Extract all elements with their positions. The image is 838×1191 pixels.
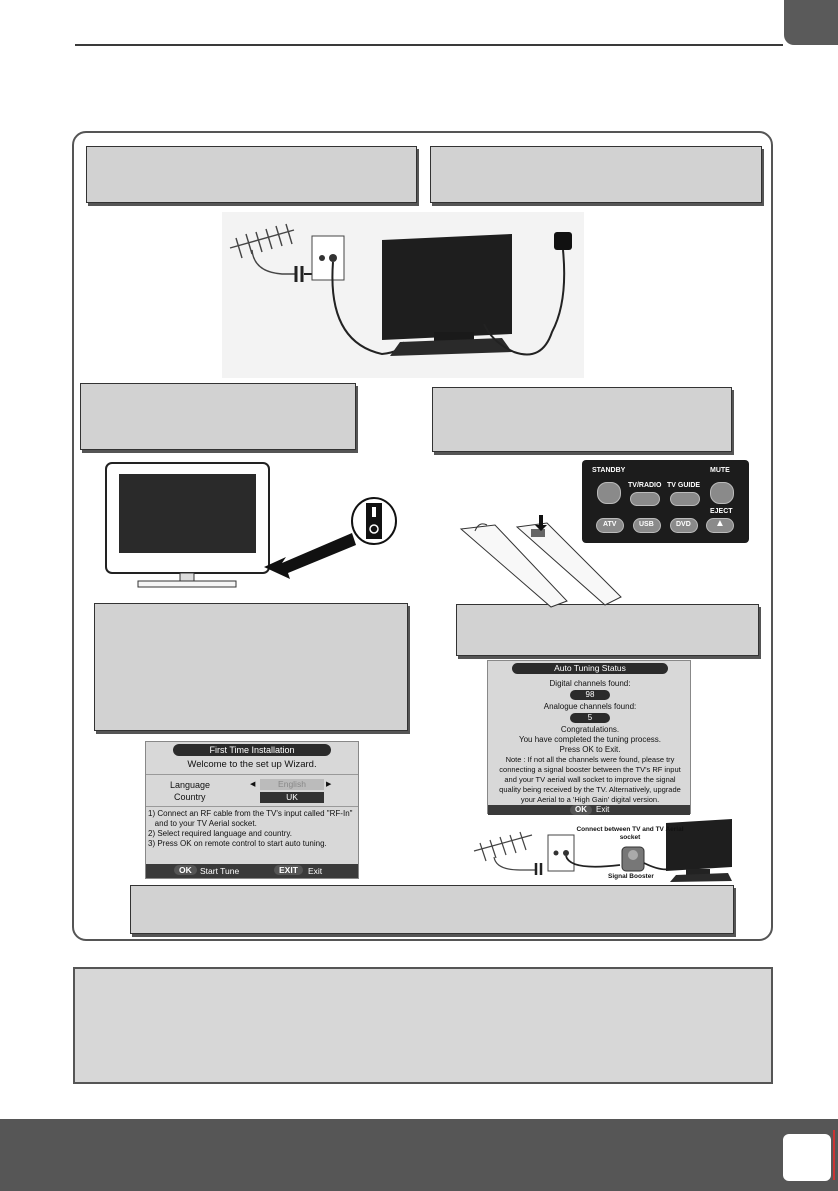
eject-label: EJECT — [710, 508, 733, 515]
dvd-label: DVD — [676, 521, 691, 528]
signal-booster-illustration — [473, 819, 732, 882]
wall-socket-icon — [311, 235, 345, 281]
arrow-left-icon: ◀ — [250, 781, 256, 788]
header-rule — [75, 44, 783, 46]
remote-battery-illustration — [459, 515, 622, 608]
usb-label: USB — [639, 521, 654, 528]
page-number-box — [783, 1134, 831, 1181]
country-label: Country — [174, 792, 206, 802]
tv-rear-icon — [666, 819, 732, 882]
auto-tuning-ok-action: Exit — [596, 805, 610, 814]
country-value[interactable]: UK — [260, 792, 324, 803]
auto-tuning-status-screen: Auto Tuning Status Digital channels foun… — [487, 660, 691, 815]
eject-button[interactable] — [706, 518, 734, 533]
atv-label: ATV — [603, 521, 617, 528]
ok-action: Start Tune — [200, 866, 240, 876]
note-line-5: your Aerial to a 'High Gain' digital ver… — [520, 795, 660, 804]
digital-value: 98 — [570, 690, 610, 700]
step-box-7 — [130, 885, 734, 934]
mute-button[interactable] — [710, 482, 734, 504]
edge-marker — [833, 1130, 835, 1180]
bottom-note-box — [73, 967, 773, 1084]
signal-booster-icon — [621, 846, 645, 872]
tv-radio-label: TV/RADIO — [628, 482, 662, 489]
note-line-1: Note : If not all the channels were foun… — [505, 755, 675, 764]
connect-between-label: Connect between TV and TV Aerial socket — [576, 826, 684, 841]
osd-title: First Time Installation — [173, 744, 331, 756]
instruction-3: 3) Press OK on remote control to start a… — [148, 839, 327, 848]
atv-button[interactable] — [596, 518, 624, 533]
auto-tuning-title: Auto Tuning Status — [512, 663, 668, 674]
step-box-4 — [432, 387, 732, 452]
power-plug-icon — [554, 232, 572, 250]
standby-label: STANDBY — [592, 467, 626, 474]
instruction-1b: and to your TV Aerial socket. — [148, 819, 257, 828]
eject-icon: ▲ — [715, 518, 725, 529]
analogue-value: 5 — [570, 713, 610, 723]
note-line-4: quality being received by the TV. Altern… — [499, 785, 681, 794]
instruction-1: 1) Connect an RF cable from the TV's inp… — [148, 809, 353, 818]
completed-text: You have completed the tuning process. — [518, 735, 662, 744]
first-time-installation-screen: First Time Installation Welcome to the s… — [145, 741, 359, 879]
setup-steps-frame — [72, 131, 773, 941]
tv-radio-button[interactable] — [630, 492, 660, 506]
page-footer — [0, 1119, 838, 1191]
aerial-tv-connection-illustration — [222, 212, 584, 378]
aerial-icon — [229, 223, 297, 275]
step-box-5 — [94, 603, 408, 731]
instruction-2: 2) Select required language and country. — [148, 829, 292, 838]
exit-action: Exit — [308, 866, 323, 876]
remote-button-panel: STANDBY TV/RADIO TV GUIDE MUTE EJECT ATV… — [582, 460, 749, 543]
usb-button[interactable] — [633, 518, 661, 533]
language-label: Language — [170, 780, 211, 790]
tv-guide-button[interactable] — [670, 492, 700, 506]
auto-tuning-footer: OK Exit — [488, 805, 690, 815]
step-box-2 — [430, 146, 762, 203]
tv-guide-label: TV GUIDE — [667, 482, 701, 489]
tv-rear-icon — [382, 234, 512, 356]
aerial-icon — [473, 831, 536, 871]
arrow-icon — [264, 533, 356, 579]
step-box-3 — [80, 383, 356, 450]
power-switch-icon — [351, 497, 397, 545]
step-box-1 — [86, 146, 417, 203]
arrow-right-icon: ▶ — [326, 781, 332, 788]
tv-front-power-illustration — [105, 462, 397, 588]
ok-key[interactable]: OK — [174, 865, 197, 875]
mute-label: MUTE — [710, 467, 730, 474]
digital-label: Digital channels found: — [549, 679, 631, 688]
auto-tuning-ok-key[interactable]: OK — [570, 805, 592, 815]
note-line-3: and your TV aerial wall socket to improv… — [504, 775, 676, 784]
language-value[interactable]: English — [260, 779, 324, 790]
standby-button[interactable] — [597, 482, 621, 504]
congrats-text: Congratulations. — [560, 725, 620, 734]
chapter-tab — [784, 0, 838, 45]
exit-key[interactable]: EXIT — [274, 865, 303, 875]
signal-booster-label: Signal Booster — [608, 873, 654, 880]
step-box-6 — [456, 604, 759, 656]
wall-socket-icon — [547, 834, 575, 872]
press-ok-text: Press OK to Exit. — [559, 745, 621, 754]
dvd-button[interactable] — [670, 518, 698, 533]
note-line-2: connecting a signal booster between the … — [499, 765, 681, 774]
analogue-label: Analogue channels found: — [543, 702, 637, 711]
welcome-text: Welcome to the set up Wizard. — [187, 759, 317, 770]
osd-footer: OK Start Tune EXIT Exit — [146, 864, 358, 878]
